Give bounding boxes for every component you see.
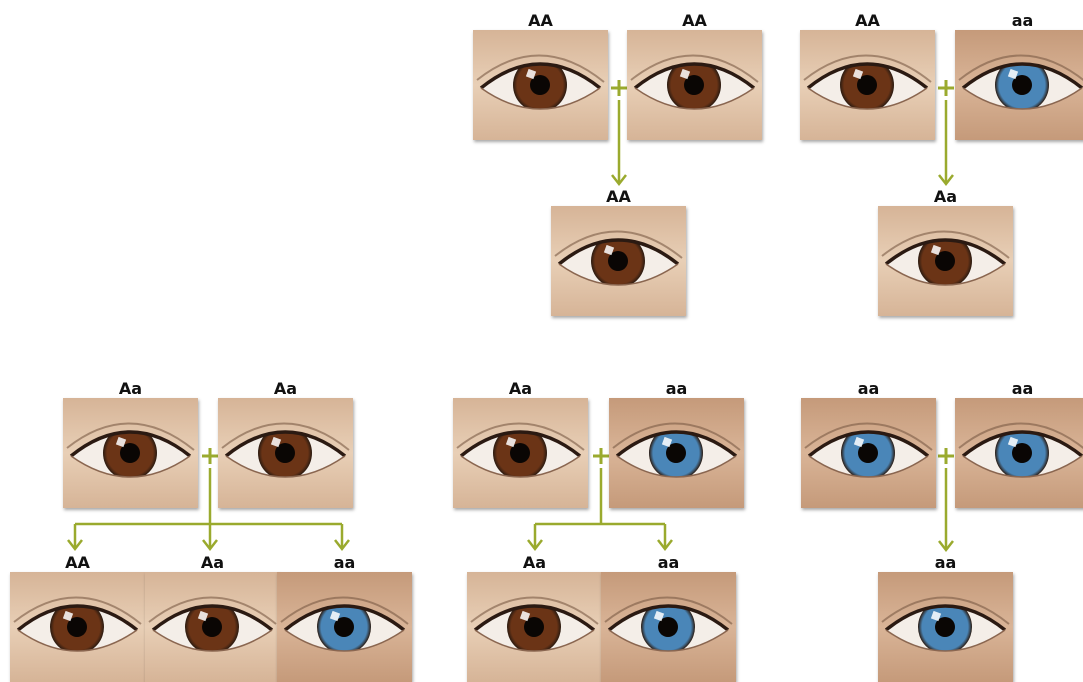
offspring-genotype-label: aa [876,554,1016,572]
offspring-genotype-label: AA [549,188,689,206]
parent-genotype-label: AA [798,12,938,30]
offspring-genotype-label: aa [275,554,415,572]
parent-genotype-label: Aa [216,380,356,398]
brown-eye-photo [800,30,935,140]
plus-sign [593,448,609,464]
blue-eye-photo [878,572,1013,682]
blue-eye-photo [955,30,1083,140]
brown-eye-photo [467,572,602,682]
plus-sign [938,80,954,96]
plus-sign [202,448,218,464]
blue-eye-photo [609,398,744,508]
brown-eye-photo [551,206,686,316]
parent-genotype-label: aa [953,380,1083,398]
parent-genotype-label: AA [471,12,611,30]
parent-genotype-label: aa [953,12,1083,30]
brown-eye-photo [145,572,280,682]
blue-eye-photo [277,572,412,682]
plus-sign [611,80,627,96]
parent-genotype-label: AA [625,12,765,30]
brown-eye-photo [218,398,353,508]
parent-genotype-label: Aa [451,380,591,398]
brown-eye-photo [63,398,198,508]
brown-eye-photo [453,398,588,508]
offspring-genotype-label: Aa [876,188,1016,206]
offspring-genotype-label: Aa [465,554,605,572]
parent-genotype-label: Aa [61,380,201,398]
plus-sign [938,448,954,464]
offspring-genotype-label: Aa [143,554,283,572]
offspring-genotype-label: AA [8,554,148,572]
brown-eye-photo [473,30,608,140]
parent-genotype-label: aa [799,380,939,398]
blue-eye-photo [801,398,936,508]
blue-eye-photo [955,398,1083,508]
brown-eye-photo [10,572,145,682]
brown-eye-photo [878,206,1013,316]
blue-eye-photo [601,572,736,682]
parent-genotype-label: aa [607,380,747,398]
brown-eye-photo [627,30,762,140]
offspring-genotype-label: aa [599,554,739,572]
